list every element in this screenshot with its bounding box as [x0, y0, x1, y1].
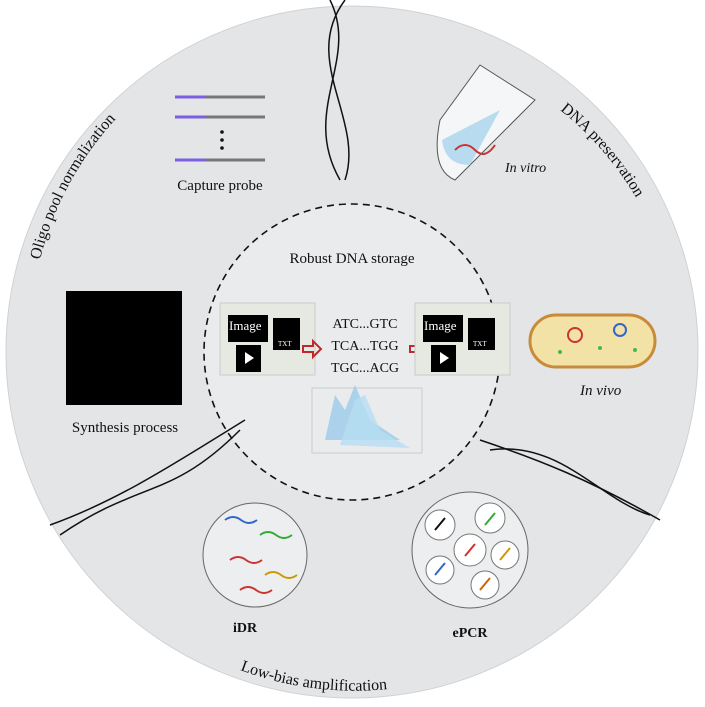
in-vivo-label: In vivo	[579, 383, 622, 399]
idr-droplet-icon	[202, 502, 308, 608]
svg-text:TXT: TXT	[278, 340, 292, 348]
epcr-droplet-icon	[411, 491, 529, 609]
synthesis-label: Synthesis process	[72, 420, 178, 436]
sequence-1: ATC...GTC	[333, 317, 398, 332]
svg-text:Image: Image	[229, 318, 262, 333]
svg-text:TXT: TXT	[473, 340, 487, 348]
file-folder-icon-output: Image TXT	[414, 302, 511, 376]
capture-probe-icon	[175, 95, 265, 162]
coverage-plot-icon	[311, 385, 423, 454]
sequence-3: TGC...ACG	[331, 361, 399, 376]
arrow-icon	[302, 338, 323, 360]
center-title: Robust DNA storage	[290, 251, 415, 267]
sequence-2: TCA...TGG	[331, 339, 398, 354]
svg-text:Image: Image	[424, 318, 457, 333]
synthesis-image	[66, 291, 182, 405]
test-tube-icon	[436, 64, 536, 181]
file-folder-icon-input: Image TXT	[219, 302, 316, 376]
dna-helix-icon	[49, 0, 661, 536]
idr-label: iDR	[233, 621, 258, 636]
bacterium-icon	[528, 313, 657, 369]
in-vitro-label: In vitro	[504, 161, 546, 176]
epcr-label: ePCR	[453, 626, 489, 641]
capture-probe-label: Capture probe	[177, 178, 263, 194]
